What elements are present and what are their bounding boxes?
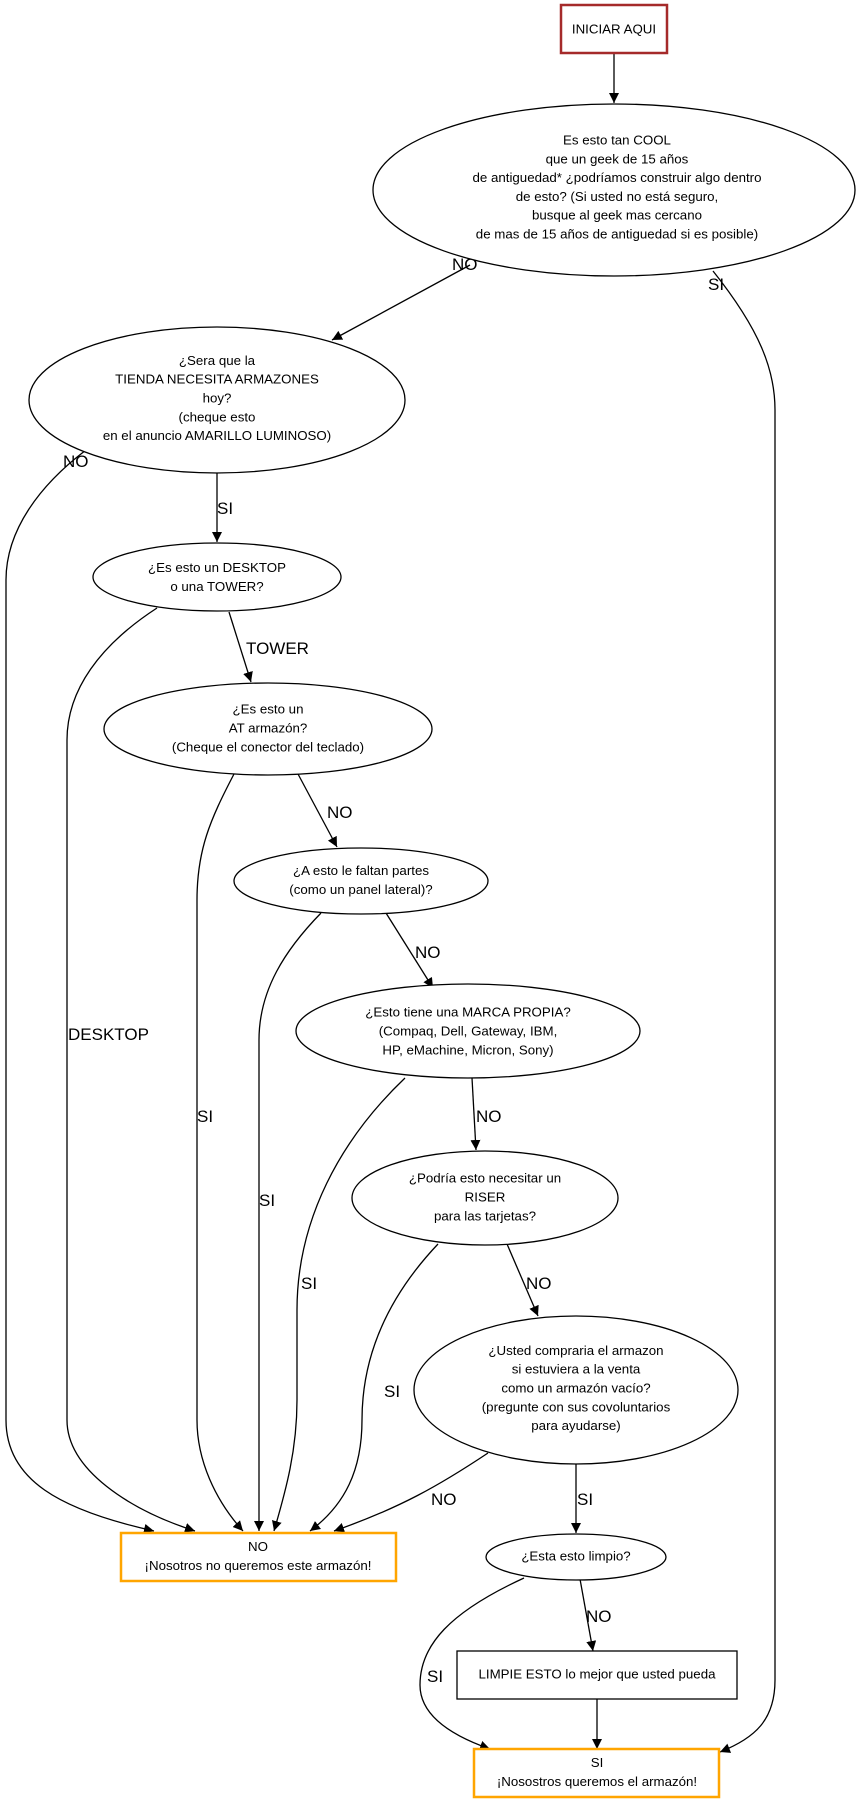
node-q-desktop-text: ¿Es esto un DESKTOP o una TOWER? [148, 560, 286, 594]
node-text-line: (Compaq, Dell, Gateway, IBM, [379, 1024, 558, 1039]
node-q-at-text: ¿Es esto un AT armazón? (Cheque el conecto… [172, 702, 364, 755]
node-q-buy[interactable]: ¿Usted compraria el armazon si estuviera … [413, 1315, 739, 1465]
node-q-buy-text: ¿Usted compraria el armazon si estuviera … [482, 1343, 671, 1433]
node-q-parts[interactable]: ¿A esto le faltan partes (como un panel l… [233, 847, 489, 915]
edge-label-q-riser-si: SI [384, 1382, 400, 1401]
edge-labels: NO SI NO SI DESKTOP TOWER SI NO SI NO SI… [63, 255, 724, 1686]
node-text-line: (Cheque el conector del teclado) [172, 739, 364, 754]
node-text-line: ¿Sera que la [179, 353, 256, 368]
edge-label-q-store-si: SI [217, 499, 233, 518]
node-end-yes[interactable]: SI ¡Nosostros queremos el armazón! [472, 1747, 721, 1799]
node-text-line: ¡Nosotros no queremos este armazón! [145, 1558, 372, 1573]
edge-label-q-buy-si: SI [577, 1490, 593, 1509]
node-text-line: ¿Usted compraria el armazon [488, 1343, 663, 1358]
node-text-line: para ayudarse) [531, 1418, 620, 1433]
edge-q-cool-no [331, 264, 471, 341]
node-text-line: HP, eMachine, Micron, Sony) [382, 1042, 553, 1057]
edge-q-cool-si [712, 270, 776, 1753]
edge-q-parts-si [254, 912, 322, 1531]
node-text-line: NO [248, 1539, 268, 1554]
node-text-line: ¡Nosostros queremos el armazón! [497, 1774, 697, 1789]
node-q-clean-text: ¿Esta esto limpio? [521, 1549, 630, 1564]
node-text-line: hoy? [203, 391, 232, 406]
edge-label-q-parts-si: SI [259, 1191, 275, 1210]
edge-label-q-parts-no: NO [415, 943, 441, 962]
node-end-no-text: NO ¡Nosotros no queremos este armazón! [145, 1539, 372, 1573]
node-text-line: AT armazón? [229, 721, 308, 736]
node-text-line: (pregunte con sus covoluntarios [482, 1399, 671, 1414]
node-text-line: (como un panel lateral)? [289, 882, 432, 897]
node-q-store-text: ¿Sera que la TIENDA NECESITA ARMAZONES hoy… [103, 353, 331, 443]
node-text-line: ¿Podría esto necesitar un [409, 1171, 561, 1186]
node-q-brand[interactable]: ¿Esto tiene una MARCA PROPIA? (Compaq, De… [295, 983, 641, 1079]
node-end-no[interactable]: NO ¡Nosotros no queremos este armazón! [119, 1531, 398, 1583]
node-q-brand-text: ¿Esto tiene una MARCA PROPIA? (Compaq, De… [365, 1005, 570, 1058]
edge-q-parts-no [385, 912, 434, 989]
node-end-yes-text: SI ¡Nosostros queremos el armazón! [497, 1755, 697, 1789]
edge-q-store-no [5, 449, 155, 1534]
node-clean-it-text: LIMPIE ESTO lo mejor que usted pueda [478, 1667, 716, 1682]
node-text-line: ¿A esto le faltan partes [293, 863, 429, 878]
node-text-line: ¿Esto tiene una MARCA PROPIA? [365, 1005, 570, 1020]
node-text-line: busque al geek mas cercano [532, 208, 702, 223]
node-text-line: SI [591, 1755, 604, 1770]
node-q-cool-text: Es esto tan COOL que un geek de 15 años de… [472, 133, 761, 242]
edge-label-q-brand-no: NO [476, 1107, 502, 1126]
edges [5, 53, 776, 1753]
node-start[interactable]: INICIAR AQUI [559, 3, 669, 55]
edge-label-q-at-no: NO [327, 803, 353, 822]
node-text-line: de antiguedad* ¿podríamos construir algo… [472, 170, 761, 185]
node-q-cool[interactable]: Es esto tan COOL que un geek de 15 años de… [372, 103, 856, 277]
edge-label-q-clean-no: NO [586, 1607, 612, 1626]
node-clean-it[interactable]: LIMPIE ESTO lo mejor que usted pueda [456, 1650, 738, 1700]
node-q-desktop[interactable]: ¿Es esto un DESKTOP o una TOWER? [92, 542, 342, 612]
node-text-line: para las tarjetas? [434, 1208, 536, 1223]
node-start-text: INICIAR AQUI [572, 22, 656, 37]
edge-q-clean-no [579, 1578, 597, 1652]
edge-q-buy-no [333, 1452, 489, 1533]
edge-label-q-brand-si: SI [301, 1274, 317, 1293]
node-q-parts-text: ¿A esto le faltan partes (como un panel l… [289, 863, 432, 897]
edge-label-q-desktop-tower: TOWER [246, 639, 309, 658]
node-text-line: en el anuncio AMARILLO LUMINOSO) [103, 428, 331, 443]
node-text-line: Es esto tan COOL [563, 133, 671, 148]
node-text-line: de mas de 15 años de antiguedad si es po… [476, 227, 758, 242]
node-text-line: ¿Es esto un DESKTOP [148, 560, 286, 575]
edge-label-q-store-no: NO [63, 452, 89, 471]
node-q-riser-text: ¿Podría esto necesitar un RISER para las t… [409, 1171, 561, 1224]
node-q-clean[interactable]: ¿Esta esto limpio? [485, 1533, 667, 1581]
node-text-line: de esto? (Si usted no está seguro, [516, 189, 719, 204]
edge-label-q-at-si: SI [197, 1107, 213, 1126]
edge-q-at-si [196, 773, 244, 1532]
node-text-line: (cheque esto [179, 409, 256, 424]
edge-q-desktop-desktop [66, 607, 196, 1533]
edge-q-at-no [297, 773, 338, 848]
node-text-line: INICIAR AQUI [572, 22, 656, 37]
node-q-store[interactable]: ¿Sera que la TIENDA NECESITA ARMAZONES hoy… [28, 326, 406, 474]
node-text-line: si estuviera a la venta [512, 1362, 641, 1377]
edge-label-q-desktop-desktop: DESKTOP [68, 1025, 149, 1044]
edge-q-riser-no [506, 1243, 539, 1317]
node-text-line: o una TOWER? [170, 579, 263, 594]
edge-label-q-buy-no: NO [431, 1490, 457, 1509]
edge-q-clean-si [419, 1577, 525, 1751]
node-text-line: RISER [465, 1190, 506, 1205]
node-text-line: ¿Esta esto limpio? [521, 1549, 630, 1564]
node-text-line: que un geek de 15 años [546, 151, 689, 166]
edge-label-q-clean-si: SI [427, 1667, 443, 1686]
node-text-line: LIMPIE ESTO lo mejor que usted pueda [478, 1667, 716, 1682]
node-text-line: ¿Es esto un [233, 702, 304, 717]
node-q-at[interactable]: ¿Es esto un AT armazón? (Cheque el conecto… [103, 682, 433, 776]
edge-q-riser-si [309, 1243, 439, 1532]
edge-label-q-cool-si: SI [708, 275, 724, 294]
edge-q-brand-no [470, 1077, 481, 1151]
edge-q-brand-si [272, 1077, 406, 1532]
edge-q-desktop-tower [228, 611, 253, 683]
edge-label-q-riser-no: NO [526, 1274, 552, 1293]
node-q-riser[interactable]: ¿Podría esto necesitar un RISER para las t… [351, 1150, 619, 1246]
node-text-line: como un armazón vacío? [501, 1381, 650, 1396]
node-text-line: TIENDA NECESITA ARMAZONES [115, 372, 319, 387]
